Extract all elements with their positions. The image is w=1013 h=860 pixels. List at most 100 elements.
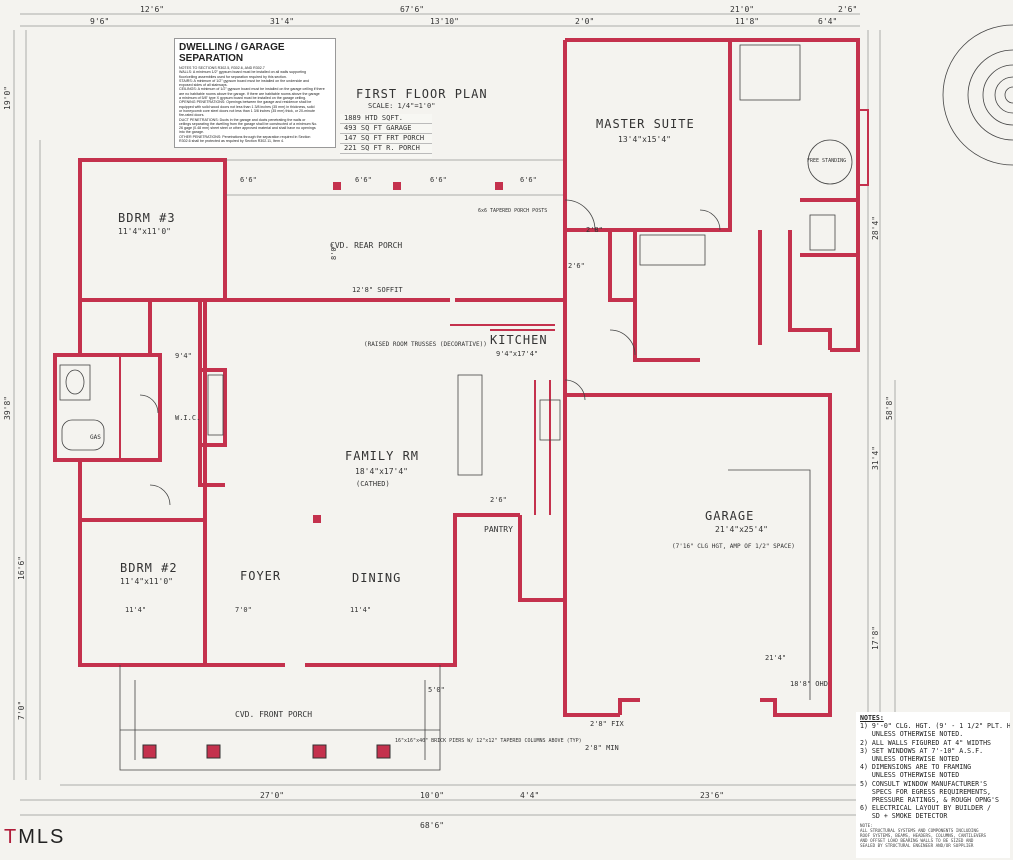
separation-line: R302.6 shall be protected as required by…	[179, 139, 285, 144]
separation-line: OTHER PENETRATIONS: Penetrations through…	[179, 134, 311, 139]
plan-title: FIRST FLOOR PLAN	[356, 87, 488, 101]
separation-line: into the garage.	[179, 130, 204, 135]
note-item: 1) 9'-0" CLG. HGT. (9' - 1 1/2" PLT. HGT…	[860, 722, 1010, 731]
separation-line: ceilings separating the dwelling from th…	[179, 121, 318, 126]
dim-top2-6: 6'4"	[818, 17, 837, 26]
dim-misc-8: 2'6"	[568, 262, 585, 270]
dim-top2-5: 11'8"	[735, 17, 759, 26]
dim-top-3: 21'0"	[730, 5, 754, 14]
fine-print-line: NOTE:	[860, 822, 873, 828]
front-porch-pier-note: 16"x16"x40" BRICK PIERS W/ 12"x12" TAPER…	[395, 738, 582, 744]
room-note-garage: (7'16" CLG HGT, AMP OF 1/2" SPACE)	[672, 543, 795, 550]
dim-misc-4: 6'6"	[520, 176, 537, 184]
dim-misc-17: 2'8" MIN	[585, 744, 619, 752]
note-item: UNLESS OTHERWISE NOTED.	[860, 730, 964, 739]
dim-misc-15: 21'4"	[765, 654, 786, 662]
separation-line: are no habitable rooms above the garage.…	[179, 91, 320, 96]
dim-misc-14: 5'0"	[428, 686, 445, 694]
note-item: 4) DIMENSIONS ARE TO FRAMING	[860, 763, 972, 772]
dim-misc-12: 2'6"	[490, 496, 507, 504]
separation-line: DUCT PENETRATIONS: Ducts in the garage a…	[179, 117, 306, 122]
separation-lines: NOTES TO SECTIONS R302.5, R302.6, AND R3…	[179, 66, 331, 143]
room-label-wic: W.I.C.	[175, 414, 200, 422]
stat-heated: 1889 HTD SQFT.	[340, 114, 432, 124]
room-size-garage: 21'4"x25'4"	[715, 525, 768, 534]
dim-bottom-2: 10'0"	[420, 791, 444, 800]
stat-garage: 493 SQ FT GARAGE	[340, 124, 432, 134]
room-label-family: FAMILY RM	[345, 449, 419, 463]
dim-top-2: 67'6"	[400, 5, 424, 14]
room-label-front-porch: CVD. FRONT PORCH	[235, 710, 312, 719]
dim-misc-18: 2'8" FIX	[590, 720, 625, 728]
dim-top2-1: 9'6"	[90, 17, 109, 26]
dimension-lines	[13, 13, 896, 816]
separation-line: STAIRS: A minimum of 1/2" gypsum board m…	[179, 78, 310, 83]
separation-line: exposed sides of all stairways.	[179, 83, 228, 88]
note-item: PRESSURE RATINGS, & ROUGH OPNG'S	[860, 796, 999, 805]
dim-right-4: 17'8"	[871, 626, 880, 650]
dim-left-4: 16'6"	[17, 556, 26, 580]
room-label-foyer: FOYER	[240, 569, 281, 583]
dim-top-1: 12'6"	[140, 5, 164, 14]
dim-misc-5: 8'0"	[330, 243, 338, 260]
room-label-bdrm3: BDRM #3	[118, 211, 176, 225]
notes-title: NOTES:	[860, 714, 884, 722]
dim-misc-10: 11'4"	[125, 606, 146, 614]
dim-right-3: 28'4"	[871, 216, 880, 240]
dim-top2-3: 13'10"	[430, 17, 459, 26]
dim-left-2: 39'8"	[3, 396, 12, 420]
dim-left-3: 7'0"	[17, 701, 26, 720]
room-size-bdrm2: 11'4"x11'0"	[120, 577, 173, 586]
separation-line: 26 gage (0.48 mm) sheet steel or other a…	[179, 126, 316, 131]
separation-line: equipped with solid wood doors not less …	[179, 104, 315, 109]
front-porch-outline	[119, 665, 441, 771]
separation-line: NOTES TO SECTIONS R302.5, R302.6, AND R3…	[179, 66, 265, 70]
dim-misc-1: 6'6"	[240, 176, 257, 184]
general-notes: NOTES: 1) 9'-0" CLG. HGT. (9' - 1 1/2" P…	[856, 712, 1010, 858]
dim-left-1: 19'0"	[3, 86, 12, 110]
note-item: SD + SMOKE DETECTOR	[860, 812, 948, 821]
separation-line: floor/ceiling assemblies used for separa…	[179, 74, 287, 79]
fine-print-line: AND OFFSET LOAD BEARING WALLS TO BE SIZE…	[860, 837, 974, 843]
dim-misc-7: 2'8"	[586, 226, 603, 234]
room-label-bdrm2: BDRM #2	[120, 561, 178, 575]
fine-print-line: ROOF SYSTEMS, BEAMS, HEADERS, COLUMNS, C…	[860, 832, 987, 838]
compass-detail	[942, 24, 1013, 166]
dim-right-1: 58'8"	[885, 396, 894, 420]
dim-top-4: 2'6"	[838, 5, 857, 14]
notes-structural-fine-print: NOTE:ALL STRUCTURAL SYSTEMS AND COMPONEN…	[860, 823, 1006, 848]
mls-logo: TMLS	[4, 826, 66, 848]
dim-bottom-3: 4'4"	[520, 791, 539, 800]
note-item: SPECS FOR EGRESS REQUIREMENTS,	[860, 787, 992, 796]
room-label-garage: GARAGE	[705, 509, 754, 523]
separation-line: CEILINGS: A minimum of 1/2" gypsum board…	[179, 87, 325, 92]
dim-bottom-total: 68'6"	[420, 821, 444, 830]
dim-misc-2: 6'6"	[355, 176, 372, 184]
fixture-label-free-standing: FREE STANDING	[807, 158, 846, 164]
note-item: UNLESS OTHERWISE NOTED	[860, 755, 960, 764]
room-label-pantry: PANTRY	[484, 525, 513, 534]
stat-rear-porch: 221 SQ FT R. PORCH	[340, 144, 432, 154]
dim-misc-6: 12'8" SOFFIT	[352, 286, 403, 294]
stat-front-porch: 147 SQ FT FRT PORCH	[340, 134, 432, 144]
separation-line: WALLS: A minimum 1/2" gypsum board must …	[179, 70, 306, 75]
ceiling-note-raised: (RAISED ROOM TRUSSES (DECORATIVE))	[364, 341, 487, 348]
dim-misc-11: 7'0"	[235, 606, 252, 614]
fine-print-line: ALL STRUCTURAL SYSTEMS AND COMPONENTS IN…	[860, 827, 979, 833]
room-size-master: 13'4"x15'4"	[618, 135, 671, 144]
fixtures	[59, 44, 853, 506]
dim-right-2: 31'4"	[871, 446, 880, 470]
fine-print-line: SEALED BY STRUCTURAL ENGINEER AND/OR SUP…	[860, 842, 974, 848]
room-label-master: MASTER SUITE	[596, 117, 695, 131]
room-label-dining: DINING	[352, 571, 401, 585]
dim-bottom-4: 23'6"	[700, 791, 724, 800]
separation-line: fire-rated doors.	[179, 113, 205, 118]
notes-items: 1) 9'-0" CLG. HGT. (9' - 1 1/2" PLT. HGT…	[860, 722, 1010, 821]
note-item: 5) CONSULT WINDOW MANUFACTURER'S	[860, 779, 988, 788]
dim-misc-16: 18'8" OHD	[790, 680, 828, 688]
dim-top2-2: 31'4"	[270, 17, 294, 26]
room-size-family: 18'4"x17'4"	[355, 467, 408, 476]
room-label-rear-porch: CVD. REAR PORCH	[330, 241, 402, 250]
plan-scale: SCALE: 1/4"=1'0"	[368, 102, 435, 110]
